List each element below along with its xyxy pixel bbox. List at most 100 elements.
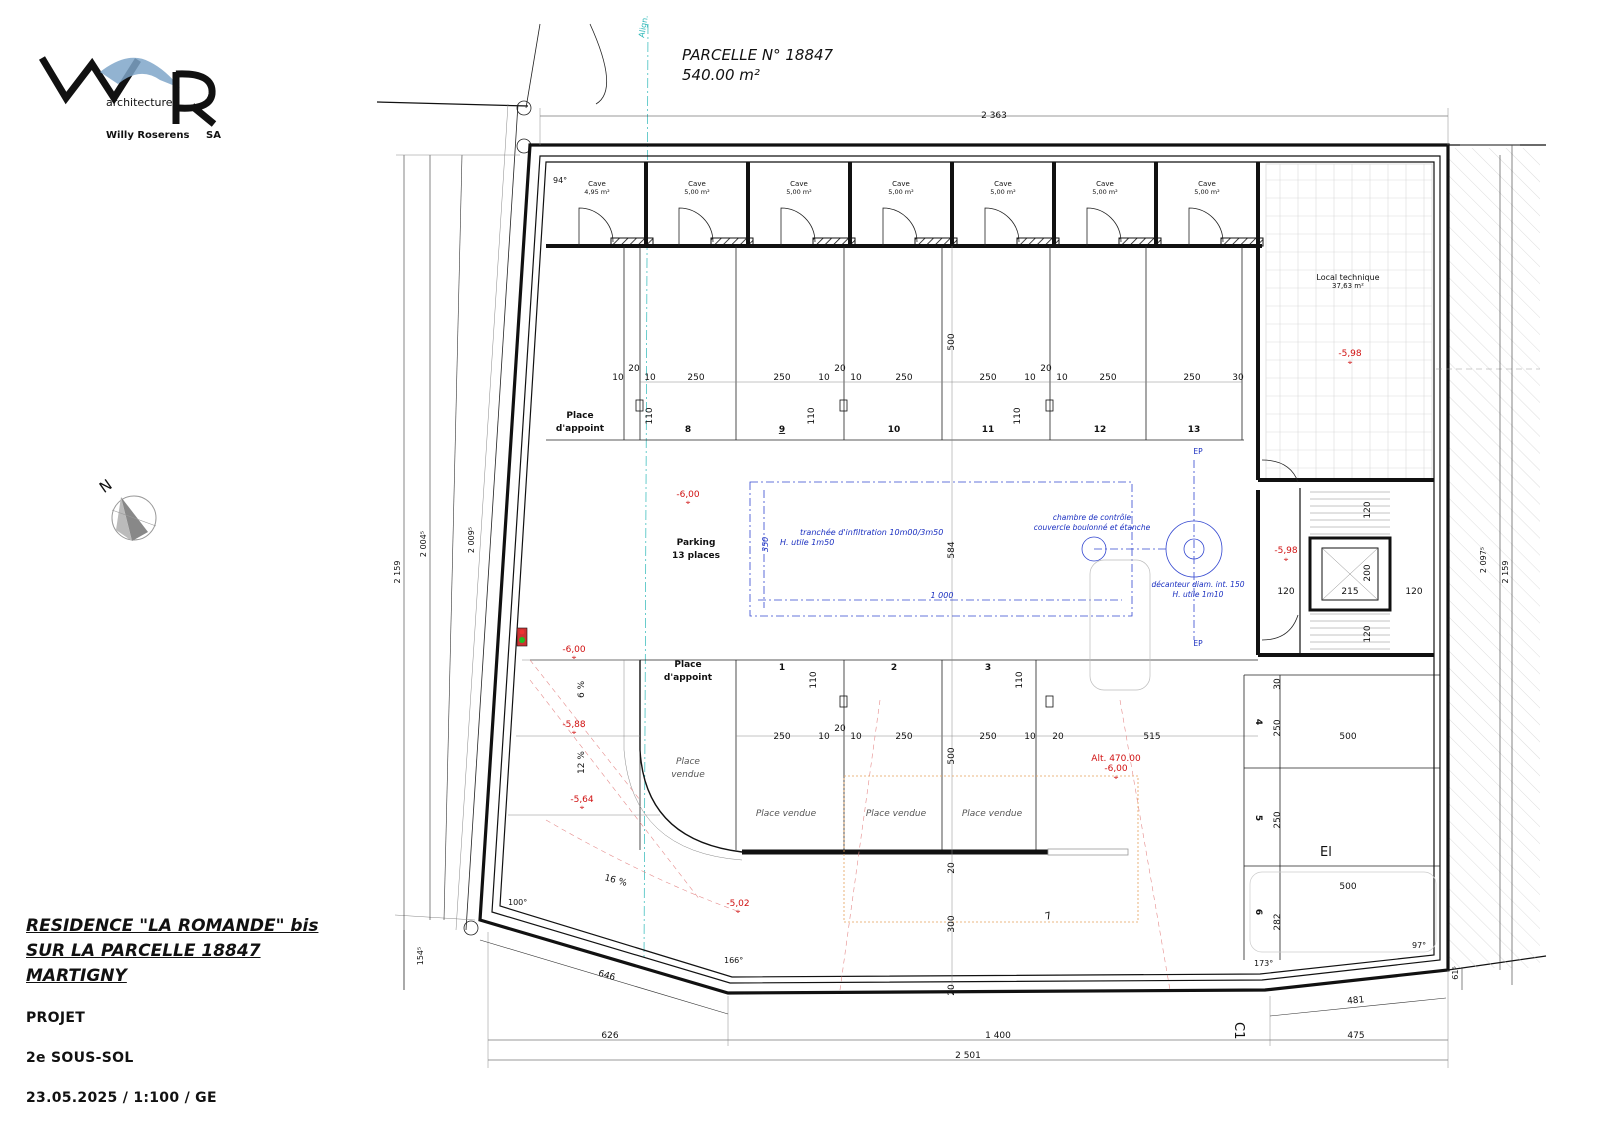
infiltration-dim-v: 350 bbox=[761, 537, 770, 552]
dim-left-c: 2 009⁵ bbox=[467, 527, 476, 553]
dimension-text: 584 bbox=[947, 541, 957, 558]
door-swing bbox=[984, 207, 1020, 246]
level-altitude-value: -6,00 bbox=[1104, 764, 1128, 774]
cave-area: 5,00 m² bbox=[786, 188, 812, 196]
dimension-text: 120 bbox=[1405, 587, 1422, 597]
cave-wall-segment bbox=[1118, 237, 1162, 247]
dimension-text: 10 bbox=[818, 373, 830, 383]
dimension-text: 120 bbox=[1363, 625, 1373, 642]
cave-name: Cave bbox=[588, 180, 606, 188]
column-marker bbox=[1045, 695, 1054, 708]
project-date-scale: 23.05.2025 / 1:100 / GE bbox=[26, 1090, 217, 1106]
slope-6: 6 % bbox=[577, 680, 587, 698]
cave-area: 4,95 m² bbox=[584, 188, 610, 196]
cave-name: Cave bbox=[790, 180, 808, 188]
dim-bottom-b: 1 400 bbox=[985, 1031, 1011, 1041]
dimension-text: 10 bbox=[1056, 373, 1068, 383]
parking-space-number: 4 bbox=[1253, 719, 1263, 725]
dimension-text: 250 bbox=[895, 732, 912, 742]
dimension-text: 110 bbox=[807, 407, 817, 424]
place-vendue-3: Place vendue bbox=[962, 809, 1023, 819]
title-block: RESIDENCE "LA ROMANDE" bis SUR LA PARCEL… bbox=[26, 914, 318, 989]
parking-level: -6,00 bbox=[676, 490, 700, 500]
cave-name: Cave bbox=[688, 180, 706, 188]
local-technique: Local technique 37,63 m² -5,98 ⌖ bbox=[1258, 163, 1540, 482]
dimension-text: 110 bbox=[1013, 407, 1023, 424]
column-marker bbox=[635, 399, 644, 412]
parking-space-number: 12 bbox=[1094, 425, 1107, 435]
dimension-text: 250 bbox=[773, 732, 790, 742]
dimension-text: 200 bbox=[1363, 564, 1373, 581]
cave-name: Cave bbox=[892, 180, 910, 188]
dim-bottom-total: 2 501 bbox=[955, 1051, 981, 1061]
slope-12: 12 % bbox=[577, 751, 587, 774]
level-marker-icon: ⌖ bbox=[1284, 555, 1289, 564]
north-label: N bbox=[96, 476, 116, 497]
cave-wall-segment bbox=[710, 237, 754, 247]
dim-right-b: 2 159 bbox=[1501, 561, 1510, 584]
parcel-number: PARCELLE N° 18847 bbox=[682, 46, 834, 64]
level-ramp-top: -6,00 bbox=[562, 645, 586, 655]
ep-bottom: EP bbox=[1193, 639, 1203, 648]
cave-wall-segment bbox=[1016, 237, 1060, 247]
angle-bottom-left: 100° bbox=[508, 898, 527, 907]
place-vendue-curve-2: vendue bbox=[671, 770, 705, 780]
parking-space-number: 11 bbox=[982, 425, 995, 435]
dimension-text: 515 bbox=[1143, 732, 1160, 742]
chambre-label: chambre de contrôle bbox=[1053, 513, 1132, 522]
door-swing bbox=[882, 207, 918, 246]
decanteur-height: H. utile 1m10 bbox=[1173, 590, 1224, 599]
dimension-text: 10 bbox=[644, 373, 656, 383]
cave-wall-segment bbox=[812, 237, 856, 247]
parking-name: Parking bbox=[677, 538, 716, 548]
project-status: PROJET bbox=[26, 1010, 86, 1026]
parking-space-number: 10 bbox=[888, 425, 901, 435]
cave-area: 5,00 m² bbox=[888, 188, 914, 196]
decanteur-label: décanteur diam. int. 150 bbox=[1152, 580, 1245, 589]
dim-left-a: 2 159 bbox=[393, 561, 402, 584]
site-lines bbox=[376, 23, 1547, 971]
dimension-text: 20 bbox=[1052, 732, 1064, 742]
room-labels: Place d'appoint Place d'appoint Parking … bbox=[556, 411, 1332, 1039]
local-technique-level: -5,98 bbox=[1338, 349, 1362, 359]
stair-core: -5,98 ⌖ bbox=[1256, 459, 1434, 657]
local-technique-name: Local technique bbox=[1316, 273, 1379, 282]
dimension-text: 110 bbox=[645, 407, 655, 424]
ep-top: EP bbox=[1193, 447, 1203, 456]
dimension-text: 20 bbox=[834, 724, 846, 734]
chambre-detail: couvercle boulonné et étanche bbox=[1034, 523, 1151, 532]
dimension-text: 250 bbox=[1099, 373, 1116, 383]
infiltration-height: H. utile 1m50 bbox=[780, 538, 834, 547]
level-marker-icon: ⌖ bbox=[1348, 358, 1353, 367]
local-technique-area: 37,63 m² bbox=[1332, 282, 1364, 290]
column-marker bbox=[839, 695, 848, 708]
cave-name: Cave bbox=[1096, 180, 1114, 188]
place-appoint-bottom-2: d'appoint bbox=[664, 673, 713, 683]
dimension-text: 10 bbox=[818, 732, 830, 742]
dimension-text: 10 bbox=[850, 373, 862, 383]
angle-bottom-right: 173° bbox=[1254, 959, 1273, 968]
axis-label: Align. bbox=[637, 15, 650, 39]
north-arrow: N bbox=[96, 476, 157, 541]
logo-sub: architecture bbox=[106, 96, 173, 109]
dimension-text: 110 bbox=[1015, 671, 1025, 688]
cave-name: Cave bbox=[1198, 180, 1216, 188]
cave-wall-segment bbox=[610, 237, 654, 247]
cut-label: C1 bbox=[1231, 1022, 1246, 1039]
parking-space-number: 1 bbox=[779, 663, 785, 673]
door-swing bbox=[578, 207, 614, 246]
el-label: El bbox=[1320, 845, 1332, 860]
column-marker bbox=[1045, 399, 1054, 412]
cave-wall-segment bbox=[914, 237, 958, 247]
dim-diag-left: 646 bbox=[597, 969, 617, 983]
dimension-text: 10 bbox=[612, 373, 624, 383]
logo: architecture Willy Roserens SA bbox=[38, 56, 221, 141]
level-marker-icon: ⌖ bbox=[572, 728, 577, 737]
parking-space-number: 9 bbox=[779, 425, 785, 435]
level-marker-icon: ⌖ bbox=[1114, 773, 1119, 782]
cave-area: 5,00 m² bbox=[684, 188, 710, 196]
angle-top-left: 94° bbox=[553, 176, 567, 185]
dimension-text: 20 bbox=[834, 364, 846, 374]
space-7: 7 bbox=[1044, 911, 1053, 923]
